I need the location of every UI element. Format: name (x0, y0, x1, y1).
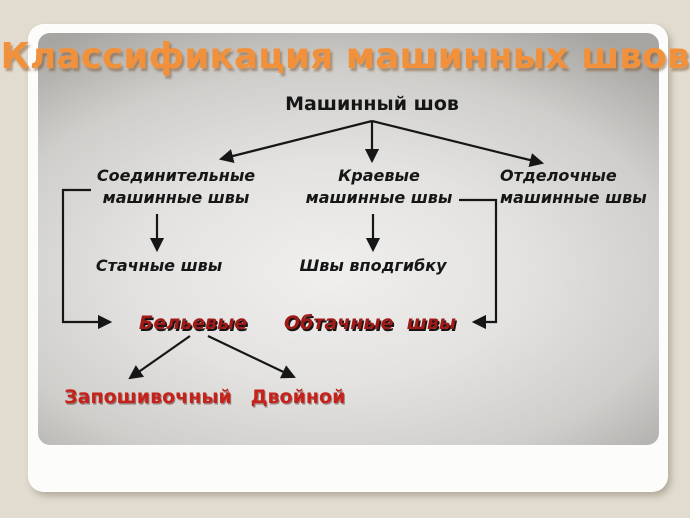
slide-title: Классификация машинных швов (0, 36, 690, 77)
node-otdelochnye-shvy: Отделочные машинные швы (500, 166, 647, 207)
node-dvoinoy: Двойной (250, 386, 346, 408)
edge-kraevye-to-obtachnye (459, 198, 498, 330)
node-mashinny-shov: Машинный шов (285, 93, 459, 115)
node-shvy-vpodgibku: Швы вподгибку (299, 256, 447, 275)
node-zaposhivochny: Запошивочный (64, 386, 232, 408)
node-belyevye: Бельевые (138, 312, 248, 334)
node-stachnye-shvy: Стачные швы (95, 256, 223, 275)
node-obtachnye-shvy: Обтачные швы (283, 312, 457, 334)
node-kraevye-shvy: Краевые машинные швы (305, 166, 453, 207)
edge-belyevye-to-dvoinoy (207, 335, 296, 379)
edge-soedinitelnye-to-belyevye (61, 188, 113, 330)
edge-root-to-soedinitelnye (218, 119, 373, 163)
edge-belyevye-to-zaposhivochny (128, 335, 191, 380)
node-soedinitelnye-shvy: Соединительные машинные швы (96, 166, 256, 207)
edge-root-to-otdelochnye (371, 119, 545, 168)
